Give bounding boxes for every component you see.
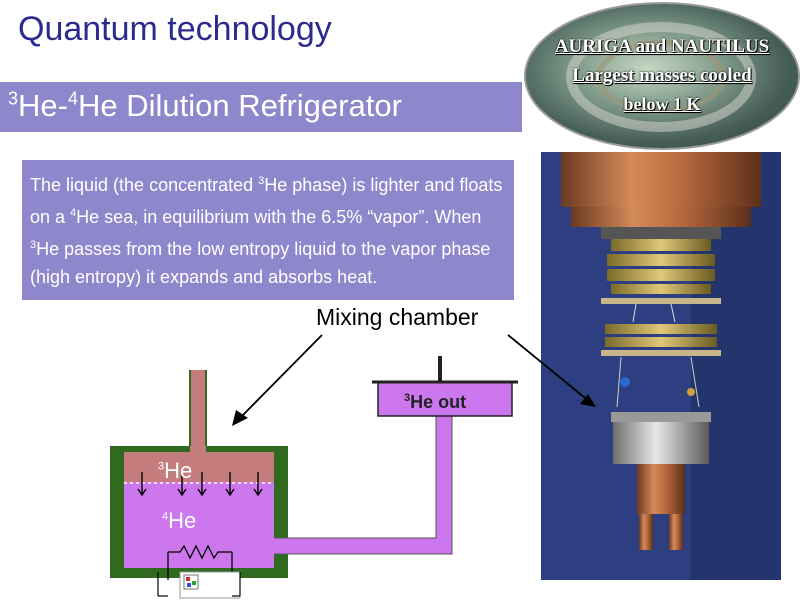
flow-arrows [137,472,263,497]
subtitle-bar: 3He-4He Dilution Refrigerator [0,82,522,132]
desc-part-3: He sea, in equilibrium with the 6.5% “va… [76,207,482,227]
badge-inner-ring [596,40,726,114]
badge-line-2: Largest masses cooled [572,65,752,86]
he4-layer-label: 4He [162,508,196,534]
subtitle-sup-1: 3 [8,88,19,109]
refrigerator-illustration [541,152,781,580]
subtitle-sup-2: 4 [67,88,78,109]
he3-out-sup: 3 [404,392,411,404]
refrigerator-photo [541,152,781,580]
badge-ring [566,22,756,132]
arrow-to-photo [507,334,591,403]
he3-out-text: He out [410,392,467,412]
he3-out-label: 3He out [404,392,466,413]
mixing-chamber-label: Mixing chamber [316,304,479,330]
desc-sup-1: 3 [258,175,265,187]
description-text: The liquid (the concentrated 3He phase) … [22,160,514,291]
heater-resistor [168,544,232,560]
desc-part-2: He phase) is lighter and floats on a [30,175,503,227]
he4-phase [124,482,274,568]
subtitle-text-2: He Dilution Refrigerator [77,88,402,123]
he4-layer-text: He [168,508,197,533]
subtitle-text-1: He- [18,88,68,123]
he3-phase [124,452,274,482]
desc-sup-2: 4 [70,207,77,219]
description-box: The liquid (the concentrated 3He phase) … [22,160,514,300]
exit-tube [274,416,452,554]
inlet-tube [190,370,206,452]
desc-part-4: He passes from the low entropy liquid to… [30,239,491,287]
desc-part-1: The liquid (the concentrated [30,175,259,195]
arrow-to-chamber [237,334,323,421]
badge-line-3: below 1 K [623,94,701,114]
auriga-nautilus-badge: AURIGA and NAUTILUS Largest masses coole… [524,2,800,150]
he3-layer-sup: 3 [158,460,165,473]
badge-line-1: AURIGA and NAUTILUS [554,36,770,57]
desc-sup-3: 3 [30,239,37,251]
he3-layer-label: 3He [158,458,192,484]
slide-title: Quantum technology [18,10,332,48]
he4-layer-sup: 4 [162,510,169,523]
he3-layer-text: He [164,458,193,483]
subtitle: 3He-4He Dilution Refrigerator [8,88,402,124]
